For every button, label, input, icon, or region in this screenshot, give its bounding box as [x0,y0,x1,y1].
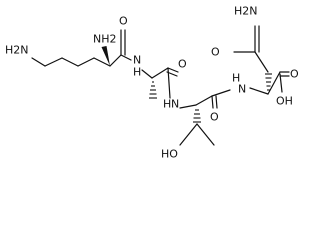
bond [61,57,79,67]
peptide-structure-diagram: H2N NH2 O N H O H N O HO H N H2N O O OH [5,5,299,161]
amine-label-sidechain: H2N [5,44,29,57]
bond [211,95,214,109]
amide-hydrogen-label: H [232,72,240,85]
bond [215,95,218,109]
bond [196,123,215,146]
amide-hydrogen-label: H [163,98,171,111]
bond [109,54,122,67]
amine-label-alpha: NH2 [93,33,117,46]
bond [211,89,231,97]
hashed-wedge-bond [265,73,272,91]
bond [267,71,281,95]
carbonyl-oxygen-label: O [178,58,187,71]
bond [249,87,269,95]
wedge-bond [101,46,110,66]
bond [195,95,213,106]
hydroxyl-label: HO [161,148,178,161]
bond [151,67,169,79]
amide-hydrogen-label: H [133,66,141,79]
bond [279,73,283,93]
hashed-wedge-bond [149,81,157,99]
carbonyl-oxygen-label: O [210,111,219,124]
amide-nitrogen-label: N [133,54,141,67]
bonds [31,25,290,146]
amide-nitrogen-label: N [171,98,179,111]
atom-labels: H2N NH2 O N H O H N O HO H N H2N O O OH [5,5,299,161]
bond [254,51,269,73]
bond [120,54,132,61]
bond [77,57,95,67]
bond [44,57,63,67]
bond [167,67,171,99]
bond [141,69,153,79]
bond [93,57,111,67]
hashed-wedge-bond [193,109,201,123]
carbonyl-oxygen-label: O [119,15,128,28]
carboxyl-hydroxyl-label: OH [276,95,293,108]
amide-amine-label: H2N [234,5,258,18]
amide-nitrogen-label: N [238,83,246,96]
carboxyl-oxygen-label: O [290,68,299,81]
bond [179,123,198,146]
carbonyl-oxygen-label: O [211,46,220,59]
bond [179,104,197,109]
bond [31,57,46,67]
bond [167,67,179,73]
